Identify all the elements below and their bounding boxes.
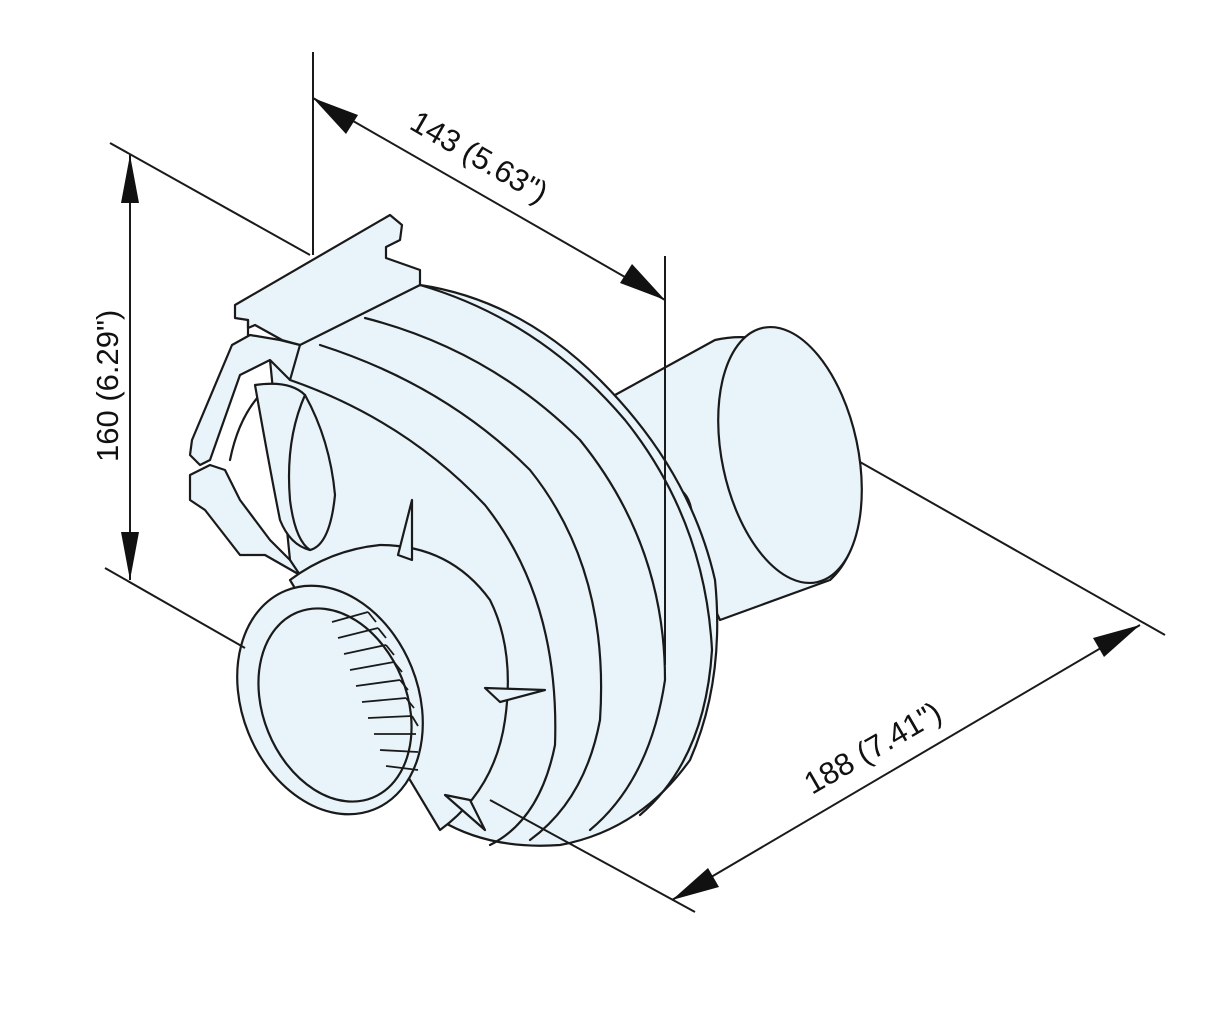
dimension-depth-label: 188 (7.41") bbox=[798, 695, 947, 801]
dimension-depth: 188 (7.41") bbox=[671, 624, 1141, 901]
side-outlet bbox=[253, 382, 337, 552]
extension-lines bbox=[104, 52, 1166, 913]
impeller-blades bbox=[331, 611, 419, 771]
arrow-length-end bbox=[620, 264, 665, 300]
motor-housing bbox=[613, 325, 863, 622]
dimension-height-label: 160 (6.29") bbox=[90, 310, 125, 462]
arrow-depth-top bbox=[1093, 625, 1140, 657]
mounting-flange bbox=[188, 213, 422, 577]
inlet-ring bbox=[236, 498, 547, 832]
dimension-height: 160 (6.29") bbox=[90, 155, 139, 580]
arrow-height-top bbox=[121, 155, 139, 203]
arrow-height-bottom bbox=[121, 532, 139, 580]
arrow-depth-bottom bbox=[672, 868, 719, 900]
arrow-length-start bbox=[313, 98, 358, 134]
